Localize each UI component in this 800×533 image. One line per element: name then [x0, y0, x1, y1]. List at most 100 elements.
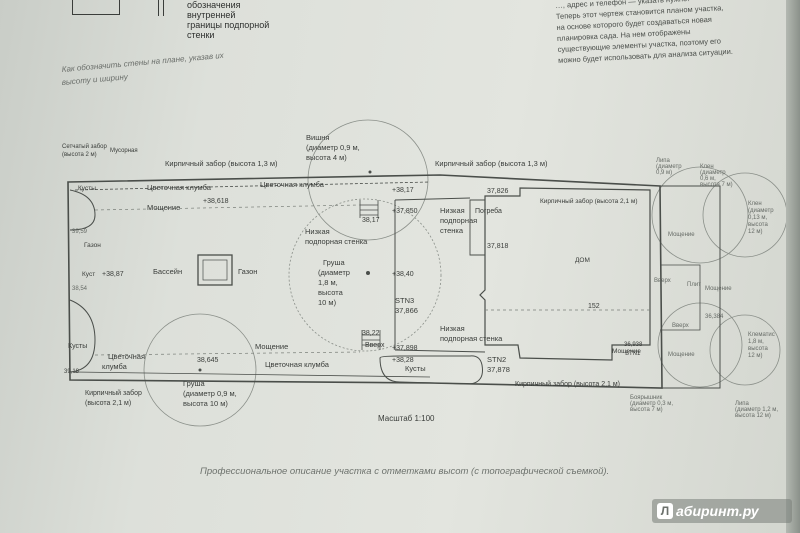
- low-wall: [394, 349, 486, 353]
- bushes-label: Кусты: [68, 343, 87, 350]
- low-wall-label: Низкая: [440, 324, 465, 333]
- tree-label: (диаметр: [656, 164, 682, 170]
- ground-label: Вверх: [654, 278, 671, 284]
- elevation-label: +38,40: [392, 271, 414, 278]
- ground-label: Мощение: [668, 352, 695, 358]
- low-wall-label: подпорная: [440, 216, 477, 225]
- bushes-label: Кусты: [405, 364, 426, 373]
- pool-label: Бассейн: [153, 267, 182, 276]
- fence-inner: [74, 371, 431, 378]
- low-wall: [394, 197, 471, 201]
- paving-line: [94, 204, 361, 211]
- pear-label: Груша: [323, 258, 345, 267]
- elevation-label: 38,54: [72, 286, 88, 292]
- elevation-label: 38,22: [362, 330, 380, 337]
- bushes-label: Кусты: [78, 185, 96, 192]
- paving-lines: [94, 204, 650, 356]
- shrub-bed: [69, 299, 96, 373]
- page-edge: [786, 0, 800, 533]
- house-label: ДОМ: [575, 257, 590, 264]
- elevation-label: +38,17: [392, 187, 414, 194]
- watermark-bg: [652, 499, 792, 523]
- watermark-logo-icon: Л: [657, 503, 673, 519]
- cellar-outline: [469, 199, 486, 256]
- fence-label: Кирпичный забор (высота 2,1 м): [515, 380, 620, 388]
- tree-label: Липа: [656, 158, 671, 164]
- legend-line: обозначения: [187, 0, 241, 10]
- flowerbed-label: Цветочная клумба: [265, 360, 330, 369]
- elevation-label: 38,645: [197, 357, 219, 364]
- elevation-label: 37,826: [487, 188, 509, 195]
- watermark-text: абиринт.ру: [676, 503, 759, 519]
- tree-canopy-right: [702, 172, 786, 258]
- flowerbed-label: Цветочная: [108, 352, 145, 361]
- lawn-label: Газон: [238, 267, 257, 276]
- legend-line: границы подпорной: [187, 20, 270, 30]
- tree-label: 0,6 м,: [700, 176, 716, 182]
- rubbish-label: Мусорная: [110, 148, 138, 154]
- pear-label: Груша: [183, 379, 205, 388]
- station-label: STN2: [487, 355, 506, 364]
- flowerbed-label: Цветочная клумба: [260, 180, 325, 189]
- low-wall-label: подпорная стенка: [305, 237, 368, 246]
- paving-line: [94, 351, 361, 356]
- tree-center-dot: [198, 368, 202, 372]
- cellar-label: Погреба: [475, 207, 502, 215]
- pear-small-canopy: [143, 313, 257, 427]
- elevation-label: +37,850: [392, 208, 418, 215]
- station-label: 37,866: [395, 306, 418, 315]
- pear-big-canopy: [288, 198, 442, 352]
- tree-label: Боярышник: [630, 395, 663, 401]
- tree-label: высота 7 м): [630, 407, 663, 413]
- note-line: Как обозначить стены на плане, указав их: [61, 51, 225, 74]
- tree-center-dot: [366, 271, 370, 275]
- tree-label: высота: [748, 222, 768, 228]
- elevation-label: 39,59: [72, 229, 88, 235]
- scale-label: Масштаб 1:100: [378, 414, 435, 423]
- tree-label: 12 м): [748, 229, 762, 235]
- elevation-label: 36,384: [705, 314, 724, 320]
- tree-canopies: [143, 119, 786, 427]
- tree-label: высота 12 м): [735, 413, 771, 419]
- up-label: Вверх: [365, 342, 385, 349]
- station-label: STN1: [625, 351, 641, 357]
- tree-label: (диаметр: [700, 170, 726, 176]
- fence-label: (высота 2 м): [62, 152, 97, 158]
- tree-label: 12 м): [748, 353, 762, 359]
- elevation-label: +38,618: [203, 198, 229, 205]
- fence-label: Кирпичный забор: [85, 389, 142, 397]
- tree-label: Клен: [748, 201, 762, 207]
- tree-markers: [198, 170, 372, 372]
- ground-label: Мощение: [705, 286, 732, 292]
- cherry-label: Вишня: [306, 133, 329, 142]
- shrub-bed: [69, 189, 96, 231]
- pear-label: высота: [318, 288, 344, 297]
- legend-line: стенки: [187, 30, 215, 40]
- low-wall-label: подпорная стенка: [440, 334, 503, 343]
- tree-label: (диаметр 0,3 м,: [630, 401, 673, 407]
- cherry-canopy: [307, 119, 429, 241]
- tree-label: (диаметр: [748, 208, 774, 214]
- pool-inner: [202, 259, 228, 281]
- low-wall-label: Низкая: [440, 206, 465, 215]
- tree-label: 0,9 м): [656, 170, 672, 176]
- station-label: STN3: [395, 296, 414, 305]
- tree-label: высота 7 м): [700, 182, 733, 188]
- figure-caption: Профессиональное описание участка с отме…: [200, 466, 610, 477]
- tree-label: Липа: [735, 401, 750, 407]
- fence-label: Кирпичный забор (высота 1,3 м): [435, 159, 548, 168]
- bush-label: Куст: [82, 271, 95, 278]
- station-label: 37,878: [487, 365, 510, 374]
- lawn-label: Газон: [84, 242, 101, 249]
- plot-outline: [67, 174, 721, 389]
- cherry-label: высота 4 м): [306, 153, 347, 162]
- tree-label: Клен: [700, 164, 714, 170]
- pear-label: высота 10 м): [183, 399, 228, 408]
- elevation-label: 37,818: [487, 243, 509, 250]
- pear-label: 1,8 м,: [318, 278, 338, 287]
- elevation-label: +37,898: [392, 345, 418, 352]
- tree-label: (диаметр 1,2 м,: [735, 407, 778, 413]
- elevation-label: +38,28: [392, 357, 414, 364]
- paving-label: Мощение: [255, 342, 288, 351]
